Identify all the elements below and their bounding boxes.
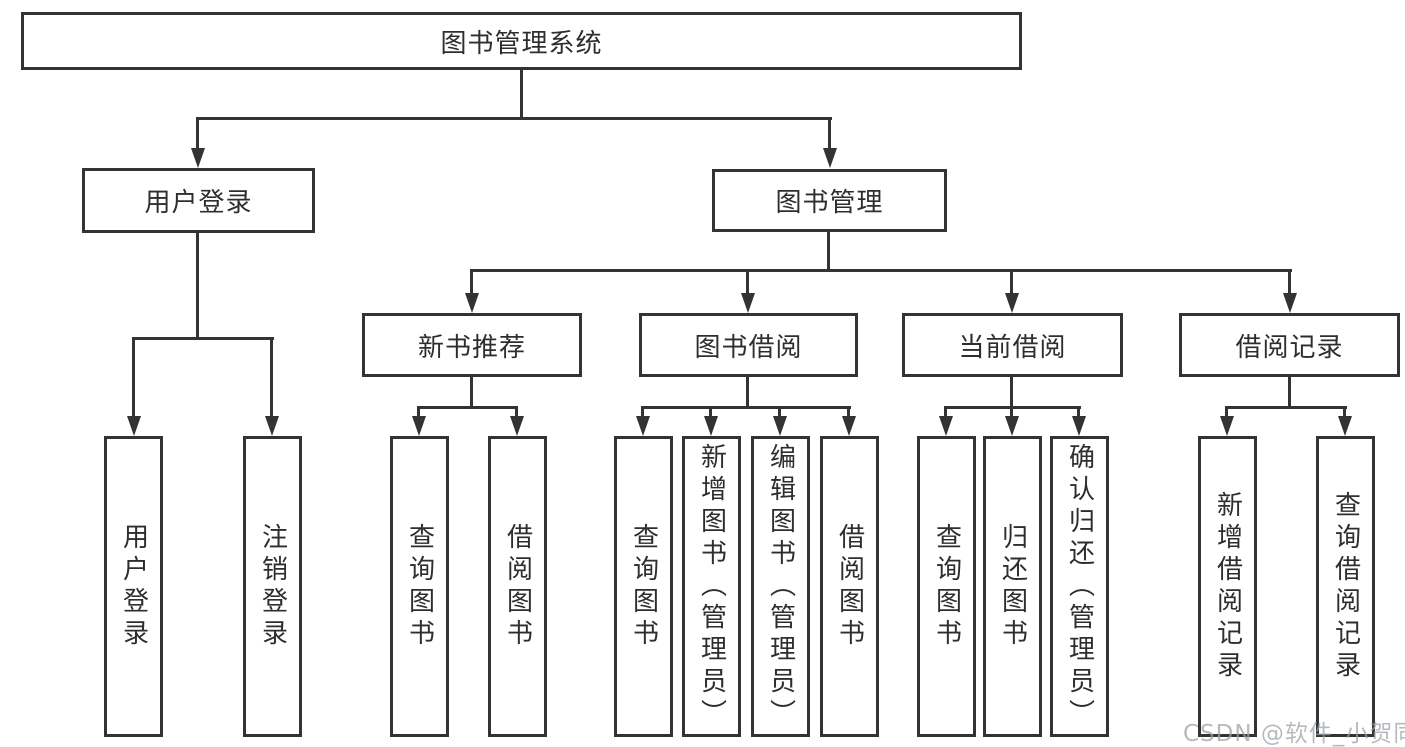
arrow-down-icon: [823, 148, 837, 168]
connector-line: [746, 377, 749, 409]
node-label: 借阅图书: [502, 522, 533, 651]
arrow-down-icon: [1220, 416, 1234, 436]
connector-line: [470, 269, 473, 297]
connector-line: [827, 232, 830, 272]
connector-line: [828, 117, 831, 151]
arrow-down-icon: [1072, 416, 1086, 436]
node-label: 借阅图书: [834, 522, 865, 651]
arrow-down-icon: [465, 293, 479, 313]
node-label: 新书推荐: [417, 332, 526, 363]
arrow-down-icon: [1005, 293, 1019, 313]
connector-line: [196, 117, 832, 120]
node-book-borrowing: 图书借阅: [639, 313, 858, 377]
node-label: 查询图书: [628, 522, 659, 651]
leaf-logout: 注销登录: [243, 436, 302, 737]
node-label: 图书管理: [775, 188, 884, 218]
connector-line: [1225, 406, 1347, 409]
arrow-down-icon: [1338, 416, 1352, 436]
node-label: 用户登录: [118, 522, 149, 651]
connector-line: [270, 337, 273, 419]
node-label: 查询借阅记录: [1330, 490, 1361, 683]
arrow-down-icon: [704, 416, 718, 436]
node-label: 用户登录: [144, 188, 253, 218]
leaf-query-books-borrowing: 查询图书: [614, 436, 673, 737]
arrow-down-icon: [773, 416, 787, 436]
leaf-query-books-current: 查询图书: [917, 436, 976, 737]
connector-line: [1010, 377, 1013, 409]
node-label: 编辑图书（管理员）: [765, 442, 796, 731]
leaf-add-borrow-record: 新增借阅记录: [1198, 436, 1257, 737]
node-label: 归还图书: [997, 522, 1028, 651]
connector-line: [641, 406, 851, 409]
connector-line: [944, 406, 947, 419]
connector-line: [196, 233, 199, 340]
connector-line: [847, 406, 850, 419]
node-new-book-recommendation: 新书推荐: [362, 313, 582, 377]
node-label: 新增图书（管理员）: [696, 442, 727, 731]
node-label: 注销登录: [257, 522, 288, 651]
connector-line: [132, 337, 135, 419]
arrow-down-icon: [127, 416, 141, 436]
node-library-management-system: 图书管理系统: [21, 12, 1022, 70]
arrow-down-icon: [1283, 293, 1297, 313]
node-label: 当前借阅: [958, 332, 1067, 363]
node-current-borrowing: 当前借阅: [902, 313, 1123, 377]
arrow-down-icon: [265, 416, 279, 436]
leaf-add-book-admin: 新增图书（管理员）: [682, 436, 741, 737]
connector-line: [778, 406, 781, 419]
leaf-query-borrow-record: 查询借阅记录: [1316, 436, 1375, 737]
node-user-login: 用户登录: [82, 168, 315, 233]
connector-line: [196, 117, 199, 151]
node-label: 查询图书: [931, 522, 962, 651]
node-label: 图书借阅: [694, 332, 803, 363]
arrow-down-icon: [412, 416, 426, 436]
connector-line: [1288, 269, 1291, 297]
leaf-edit-book-admin: 编辑图书（管理员）: [751, 436, 810, 737]
leaf-borrow-books: 借阅图书: [820, 436, 879, 737]
arrow-down-icon: [939, 416, 953, 436]
connector-line: [944, 406, 1081, 409]
node-book-management: 图书管理: [712, 169, 947, 232]
leaf-query-books-recommend: 查询图书: [390, 436, 449, 737]
connector-line: [1010, 406, 1013, 419]
arrow-down-icon: [741, 293, 755, 313]
connector-line: [132, 337, 274, 340]
leaf-return-books: 归还图书: [983, 436, 1042, 737]
csdn-watermark: CSDN @软件_小贺同学: [1183, 721, 1405, 747]
leaf-user-login: 用户登录: [104, 436, 163, 737]
connector-line: [417, 406, 518, 409]
node-label: 新增借阅记录: [1212, 490, 1243, 683]
arrow-down-icon: [636, 416, 650, 436]
arrow-down-icon: [842, 416, 856, 436]
connector-line: [746, 269, 749, 297]
connector-line: [1225, 406, 1228, 419]
arrow-down-icon: [1005, 416, 1019, 436]
connector-line: [1288, 377, 1291, 409]
connector-line: [470, 377, 473, 409]
leaf-borrow-books-recommend: 借阅图书: [488, 436, 547, 737]
connector-line: [515, 406, 518, 419]
connector-line: [1010, 269, 1013, 297]
node-label: 查询图书: [404, 522, 435, 651]
connector-line: [1343, 406, 1346, 419]
arrow-down-icon: [510, 416, 524, 436]
connector-line: [470, 269, 1292, 272]
connector-line: [520, 70, 523, 120]
node-label: 借阅记录: [1235, 332, 1344, 363]
connector-line: [417, 406, 420, 419]
node-borrowing-records: 借阅记录: [1179, 313, 1400, 377]
arrow-down-icon: [191, 148, 205, 168]
connector-line: [709, 406, 712, 419]
leaf-confirm-return-admin: 确认归还（管理员）: [1050, 436, 1109, 737]
node-label: 图书管理系统: [440, 28, 603, 59]
connector-line: [641, 406, 644, 419]
connector-line: [1077, 406, 1080, 419]
node-label: 确认归还（管理员）: [1064, 442, 1095, 731]
